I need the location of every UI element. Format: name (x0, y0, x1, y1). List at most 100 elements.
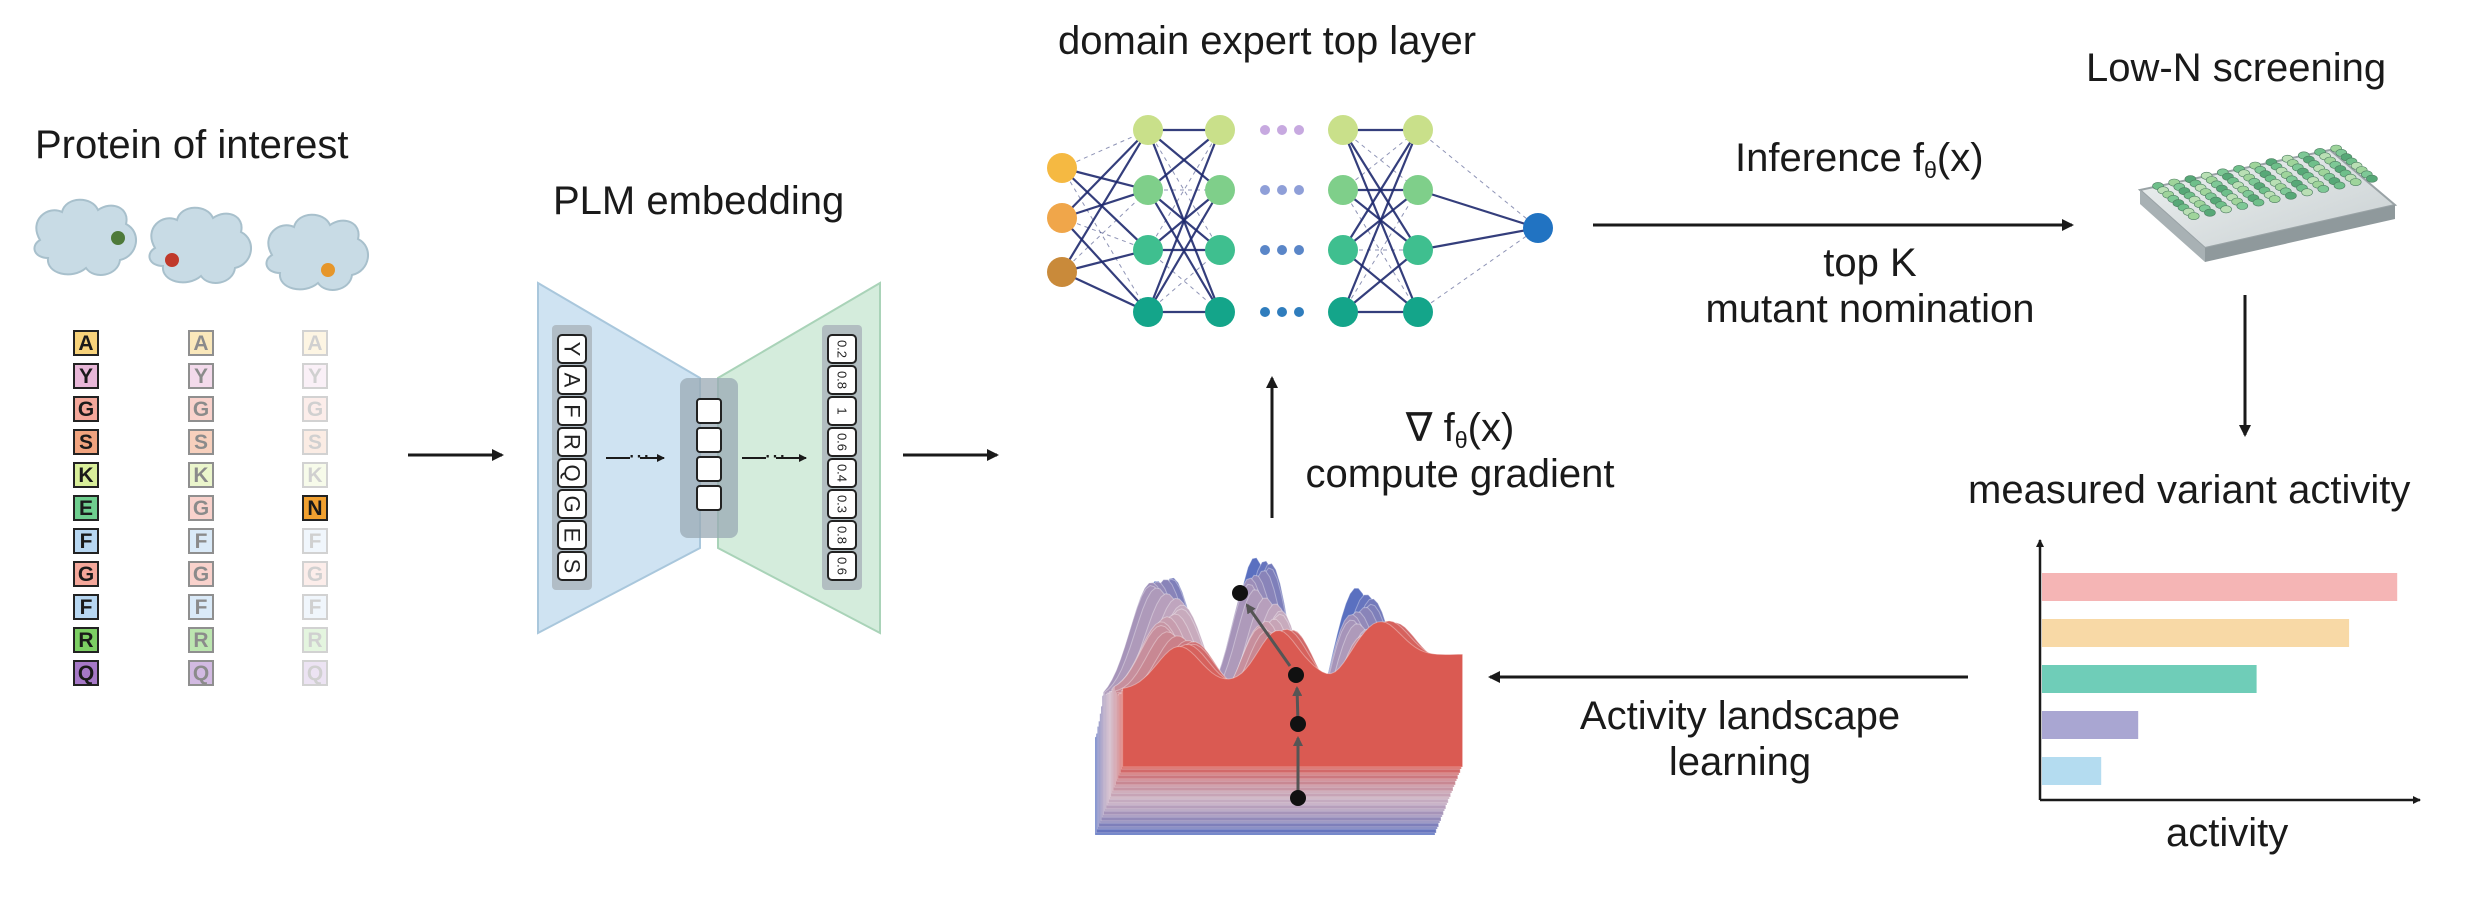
nn-node (1328, 235, 1358, 265)
plm-title: PLM embedding (553, 179, 845, 223)
amino-acid-cell: F (188, 594, 214, 620)
nn-node (1047, 153, 1077, 183)
nn-ellipsis-dot (1260, 125, 1270, 135)
nn-node (1403, 175, 1433, 205)
nn-ellipsis-dot (1277, 307, 1287, 317)
amino-acid-cell: G (302, 561, 328, 587)
embedding-box (827, 396, 857, 426)
amino-acid-cell: Q (302, 660, 328, 686)
nn-edge (1061, 217, 1149, 313)
embedding-box (827, 365, 857, 395)
svg-text:⋯: ⋯ (628, 443, 650, 468)
token-label: Q (560, 464, 585, 481)
activity-bar-chart (2036, 539, 2421, 804)
nn-node (1205, 235, 1235, 265)
amino-acid-cell: F (188, 528, 214, 554)
well (2204, 208, 2216, 217)
nn-edge (1417, 227, 1539, 313)
token-label: R (560, 434, 585, 450)
embedding-box (827, 334, 857, 364)
topk-label: top K mutant nomination (1705, 241, 2035, 331)
amino-acid-cell: F (302, 594, 328, 620)
svg-text:⋯: ⋯ (764, 443, 786, 468)
amino-acid-cell: G (73, 561, 99, 587)
amino-acid-cell: A (188, 330, 214, 356)
token-box (557, 520, 587, 550)
nn-edge (1061, 129, 1149, 273)
embedding-box (827, 427, 857, 457)
well (2333, 181, 2346, 190)
activity-bar (2042, 711, 2139, 739)
nn-edge (1417, 129, 1539, 229)
neural-network (1047, 115, 1553, 327)
embedding-box (827, 458, 857, 488)
amino-acid-cell: Q (73, 660, 99, 686)
nn-edge (1061, 271, 1149, 313)
nn-node (1133, 175, 1163, 205)
well (2187, 212, 2200, 220)
amino-acid-cell: F (73, 528, 99, 554)
token-box (557, 396, 587, 426)
nn-edge (1061, 129, 1149, 219)
nn-ellipsis-dot (1294, 245, 1304, 255)
activity-bar (2042, 757, 2102, 785)
amino-acid-cell: S (188, 429, 214, 455)
measured-activity-title: measured variant activity (1968, 468, 2411, 512)
embedding-value: 0.8 (835, 371, 850, 389)
amino-acid-cell: G (302, 396, 328, 422)
nn-edge (1342, 129, 1419, 251)
amino-acid-cell: N (302, 495, 328, 521)
activity-landscape-surface (1094, 557, 1464, 836)
well (2252, 198, 2265, 207)
token-label: E (560, 528, 585, 543)
embedding-box (827, 520, 857, 550)
activity-bar (2042, 665, 2257, 693)
token-label: Y (560, 342, 585, 357)
landscape-label: Activity landscape learning (1579, 694, 1901, 784)
amino-acid-cell: Y (73, 363, 99, 389)
nn-edge (1061, 188, 1149, 220)
gradient-label: ∇ fθ(x) compute gradient (1305, 406, 1615, 496)
nn-node (1047, 203, 1077, 233)
embedding-value: 0.3 (835, 495, 850, 513)
nn-edge (1342, 249, 1419, 313)
nn-node (1403, 297, 1433, 327)
expert-layer-title: domain expert top layer (1058, 19, 1477, 63)
token-label: A (560, 373, 585, 388)
activity-axis-label: activity (2166, 811, 2289, 855)
well (2236, 201, 2249, 210)
amino-acid-cell: S (302, 429, 328, 455)
inference-label: Inference fθ(x) (1735, 136, 1984, 184)
embedding-value: 0.8 (835, 526, 850, 544)
token-label: F (560, 404, 585, 417)
well-plate-icon (2137, 144, 2398, 262)
amino-acid-cell: G (73, 396, 99, 422)
nn-node (1133, 115, 1163, 145)
embedding-value: 0.6 (835, 433, 850, 451)
nn-node (1328, 115, 1358, 145)
amino-acid-cell: A (302, 330, 328, 356)
nn-node (1133, 297, 1163, 327)
amino-acid-cell: S (73, 429, 99, 455)
embedding-box (827, 551, 857, 581)
nn-node (1328, 175, 1358, 205)
amino-acid-cell: E (73, 495, 99, 521)
nn-node (1205, 175, 1235, 205)
embedding-value: 1 (835, 407, 850, 414)
amino-acid-cell: Q (188, 660, 214, 686)
amino-acid-cell: Y (302, 363, 328, 389)
well (2220, 205, 2232, 214)
nn-edge (1341, 129, 1420, 313)
nn-ellipsis-dot (1260, 307, 1270, 317)
amino-acid-cell: F (302, 528, 328, 554)
nn-ellipsis-dot (1277, 245, 1287, 255)
embedding-value: 0.6 (835, 557, 850, 575)
protein-structure-icon (33, 198, 369, 291)
nn-ellipsis-dot (1294, 125, 1304, 135)
nn-edge (1342, 129, 1419, 191)
protein-title: Protein of interest (35, 123, 349, 167)
nn-ellipsis-dot (1260, 185, 1270, 195)
amino-acid-cell: K (188, 462, 214, 488)
